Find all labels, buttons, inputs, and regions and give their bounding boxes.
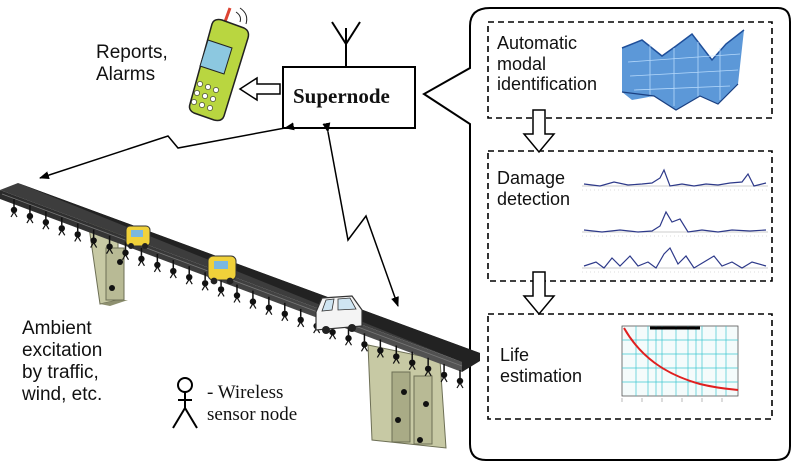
left-arrow-icon: [238, 76, 281, 102]
sensor-node: [281, 302, 289, 322]
sensor-node: [392, 345, 400, 364]
sensor-node: [424, 357, 432, 377]
sensor-node: [423, 401, 429, 407]
cell-phone-icon: [188, 7, 250, 122]
sensor-node: [10, 199, 18, 218]
wireless-link-deck-east: [322, 122, 399, 307]
sensor-node: [417, 437, 423, 443]
sensor-node: [395, 417, 401, 423]
wireless-link-deck-west: [39, 122, 295, 179]
sensor-node: [233, 284, 241, 303]
sensor-node: [153, 253, 161, 273]
modal-identification-box: [487, 21, 773, 119]
sensor-node: [58, 217, 66, 236]
car-icon: [207, 255, 237, 285]
sensor-node: [169, 260, 177, 279]
supernode-box: [282, 66, 416, 129]
life-curve-image: [621, 325, 739, 402]
sensor-node: [217, 278, 225, 297]
sensor-nodes: [10, 199, 464, 443]
car-icon: [125, 225, 151, 249]
down-arrow-icon: [522, 271, 556, 316]
sensor-node: [201, 272, 209, 291]
sensor-node: [117, 259, 123, 265]
sensor-node: [137, 247, 145, 267]
sensor-node: [74, 223, 82, 242]
sensor-node: [408, 351, 416, 370]
sensor-node: [440, 363, 448, 383]
antenna-icon: [331, 21, 361, 67]
sensor-node: [109, 285, 115, 291]
sensor-node: [265, 296, 273, 316]
sensor-node: [106, 235, 114, 254]
mode-shape-image: [621, 29, 745, 111]
sensor-node: [121, 241, 130, 261]
down-arrow-icon: [522, 109, 556, 154]
sensor-node: [185, 266, 193, 285]
sensor-node: [26, 205, 34, 224]
sensor-node: [376, 339, 384, 358]
reports-alarms-label: Reports,Alarms: [96, 42, 168, 85]
sensor-node: [249, 290, 257, 309]
sensor-node: [42, 211, 50, 230]
damage-detection-box: [487, 150, 773, 282]
sensor-node: [456, 370, 464, 389]
sensor-node: [401, 389, 407, 395]
supernode-label: Supernode: [293, 84, 390, 108]
sensor-node: [90, 229, 98, 248]
car-icon: [315, 295, 363, 334]
damage-traces-image: [582, 168, 768, 273]
life-estimation-box: [487, 313, 773, 420]
sensor-node-icon: [172, 377, 198, 429]
sensor-node: [360, 333, 368, 352]
sensor-node: [297, 308, 305, 328]
